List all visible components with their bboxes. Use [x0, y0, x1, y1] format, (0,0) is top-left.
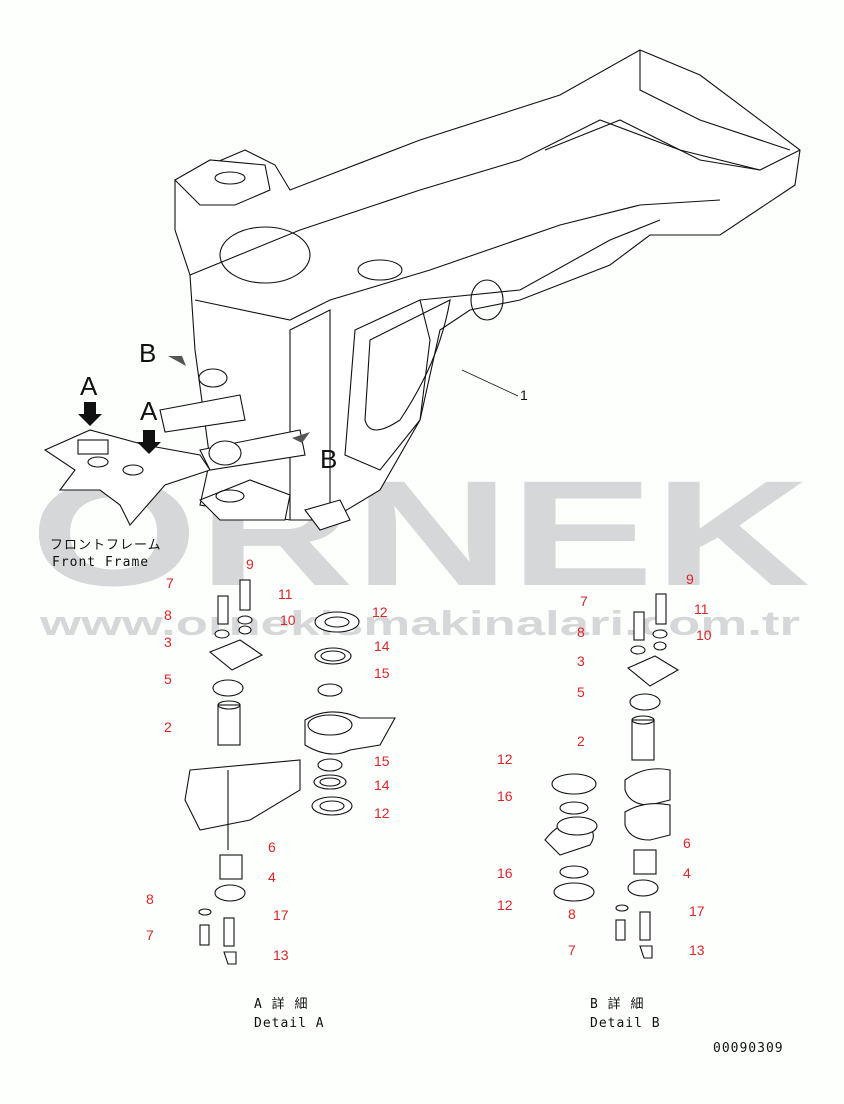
part-callout: 9 — [686, 571, 694, 587]
part-callout: 6 — [683, 835, 691, 851]
detail-b-caption-jp: B 詳 細 — [590, 996, 644, 1012]
part-callout: 14 — [374, 777, 390, 793]
part-callout: 7 — [166, 575, 174, 591]
part-callout: 3 — [164, 634, 172, 650]
detail-b-drawing — [544, 593, 680, 959]
part-callout: 7 — [568, 942, 576, 958]
watermark: ORNEK www.ornekismakinalari.com.tr — [30, 449, 810, 643]
front-frame-caption-en: Front Frame — [52, 555, 149, 570]
part-callout: 4 — [268, 869, 276, 885]
view-marker-b: B — [139, 338, 156, 368]
part-callout: 4 — [683, 865, 691, 881]
part-callout: 13 — [273, 947, 289, 963]
part-callout: 7 — [146, 927, 154, 943]
part-callout: 2 — [164, 719, 172, 735]
part-callout: 14 — [374, 638, 390, 654]
detail-b-caption-en: Detail B — [590, 1016, 661, 1031]
detail-a-caption-en: Detail A — [254, 1016, 325, 1031]
part-callout: 12 — [374, 805, 390, 821]
drawing-number: 00090309 — [713, 1041, 784, 1056]
front-frame-caption-jp: フロントフレーム — [50, 538, 162, 553]
part-callout: 8 — [164, 607, 172, 623]
part-callout: 17 — [689, 903, 705, 919]
part-callout: 12 — [372, 604, 388, 620]
part-callout: 10 — [696, 627, 712, 643]
part-callout: 8 — [568, 906, 576, 922]
detail-b-callouts: 9 7 11 8 10 3 5 2 12 16 6 4 16 12 8 7 17… — [497, 571, 712, 958]
part-callout: 10 — [280, 612, 296, 628]
part-callout: 3 — [577, 653, 585, 669]
part-callout: 9 — [246, 556, 254, 572]
part-callout: 5 — [164, 671, 172, 687]
part-callout: 2 — [577, 733, 585, 749]
svg-text:www.ornekismakinalari.com.tr: www.ornekismakinalari.com.tr — [38, 605, 800, 643]
view-marker-a: A — [80, 371, 98, 401]
part-callout: 12 — [497, 897, 513, 913]
view-marker-b: B — [320, 444, 337, 474]
callout-part-1: 1 — [520, 387, 528, 403]
part-callout: 15 — [374, 753, 390, 769]
part-callout: 11 — [278, 586, 293, 602]
part-callout: 16 — [497, 788, 513, 804]
part-callout: 12 — [497, 751, 513, 767]
part-callout: 7 — [580, 593, 588, 609]
part-callout: 8 — [146, 891, 154, 907]
front-frame-drawing — [43, 49, 801, 531]
detail-a-drawing — [184, 579, 396, 965]
part-callout: 8 — [577, 624, 585, 640]
part-callout: 5 — [577, 684, 585, 700]
part-callout: 17 — [273, 907, 289, 923]
detail-a-caption-jp: A 詳 細 — [254, 996, 308, 1012]
part-callout: 6 — [268, 839, 276, 855]
part-callout: 16 — [497, 865, 513, 881]
part-callout: 13 — [689, 942, 705, 958]
view-marker-a: A — [140, 396, 158, 426]
part-callout: 15 — [374, 665, 390, 681]
part-callout: 11 — [694, 601, 709, 617]
detail-a-callouts: 7 9 11 8 10 3 5 2 12 14 15 15 14 12 6 4 … — [146, 556, 390, 963]
